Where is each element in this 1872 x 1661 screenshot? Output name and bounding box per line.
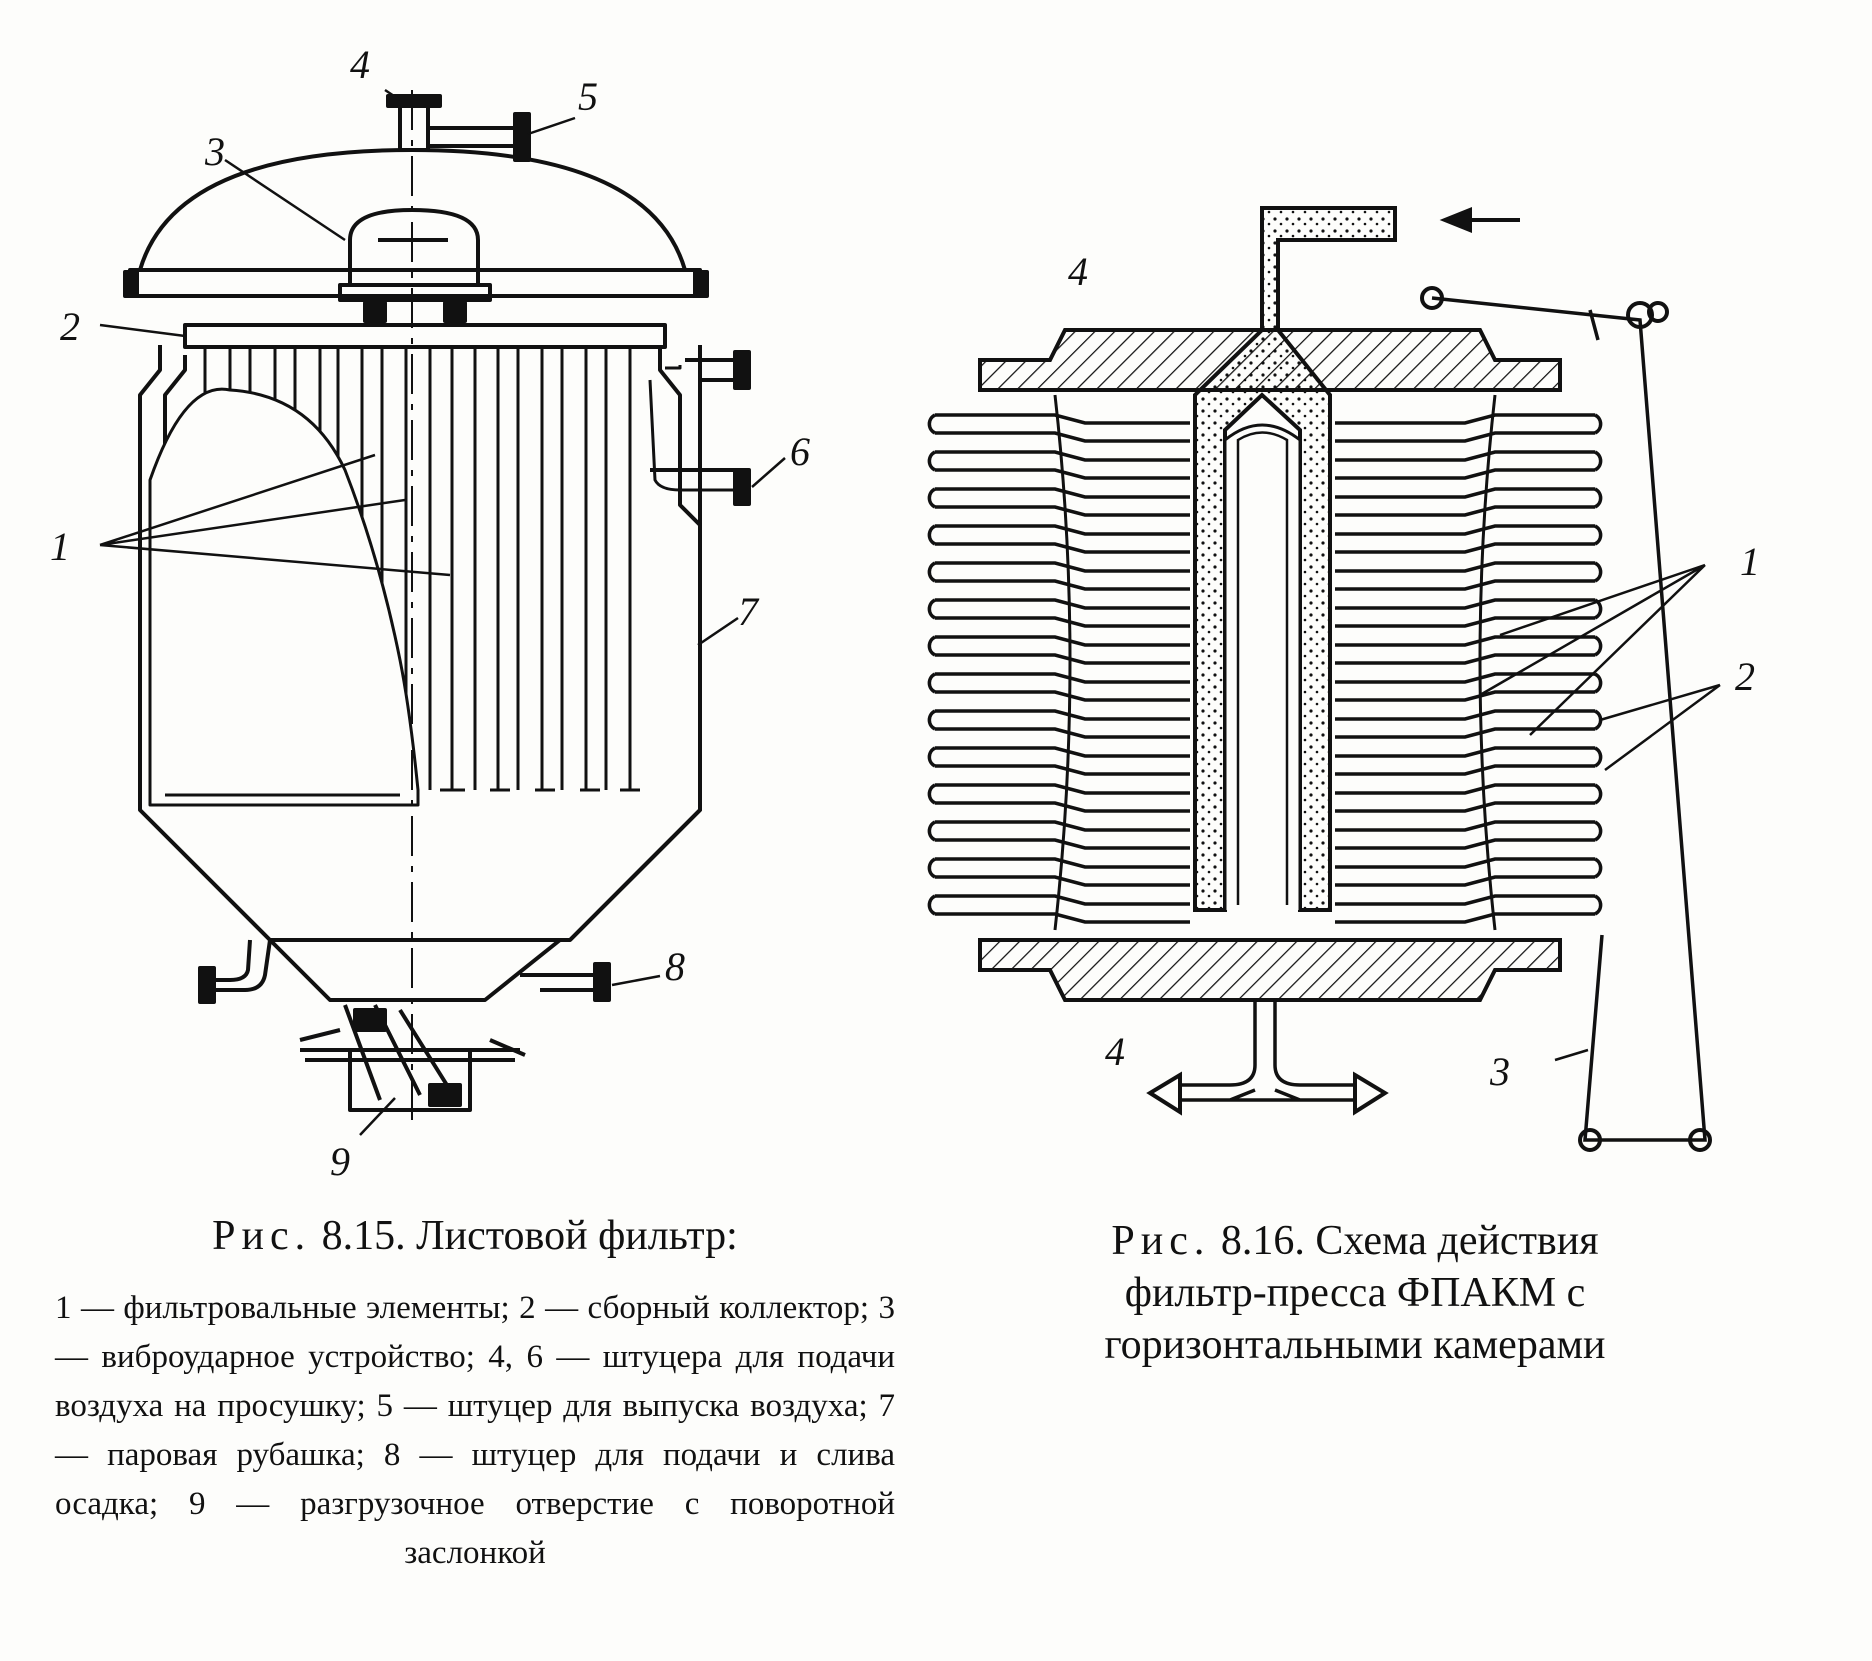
chamber-plate: [935, 413, 1595, 443]
plate-hinge-right: [1594, 894, 1603, 916]
plate-hinge-left: [927, 783, 936, 805]
plate-hinge-right: [1594, 450, 1603, 472]
caption-8-16-line1: Рис. 8.16. Схема действия: [1035, 1215, 1675, 1267]
chamber-plate: [935, 450, 1595, 480]
fp-label-4-top: 4: [1068, 249, 1088, 294]
chamber-plate: [935, 894, 1595, 924]
plate-hinge-left: [927, 487, 936, 509]
caption-8-15-legend: 1 — фильтровальные элементы; 2 — сборный…: [55, 1290, 895, 1571]
plate-hinge-right: [1594, 561, 1603, 583]
plate-hinge-left: [927, 450, 936, 472]
fp-label-3: 3: [1489, 1049, 1510, 1094]
caption-8-16-number: 8.16.: [1220, 1218, 1305, 1264]
plate-hinge-left: [927, 894, 936, 916]
fp-label-2: 2: [1735, 654, 1755, 699]
outlet-pipe: [1180, 1000, 1355, 1102]
plate-hinge-left: [927, 524, 936, 546]
leaf-filter-diagram: 1 2 3 4 5 6 7 8 9: [50, 42, 810, 1184]
plate-hinge-left: [927, 746, 936, 768]
caption-8-16-line3: горизонтальными камерами: [1104, 1322, 1606, 1368]
chamber-plate: [935, 746, 1595, 776]
caption-8-16-line2: фильтр-пресса ФПАКМ с: [1124, 1270, 1586, 1316]
plate-hinge-right: [1594, 524, 1603, 546]
plate-hinge-left: [927, 672, 936, 694]
caption-fig-8-16: Рис. 8.16. Схема действия фильтр-пресса …: [1035, 1215, 1675, 1371]
cutaway-section: [148, 387, 420, 807]
label-9: 9: [330, 1139, 350, 1184]
plate-hinge-right: [1594, 857, 1603, 879]
plate-hinge-left: [927, 413, 936, 435]
plate-hinge-left: [927, 635, 936, 657]
label-6: 6: [790, 429, 810, 474]
filter-belt-3: [1431, 296, 1707, 1142]
chamber-plate: [935, 820, 1595, 850]
fp-label-4-bottom: 4: [1105, 1029, 1125, 1074]
bottom-plate-4: [978, 938, 1562, 1002]
vibro-device-3: [348, 208, 480, 287]
collector-2: [183, 323, 667, 349]
caption-8-16-prefix: Рис.: [1111, 1218, 1211, 1264]
label-4: 4: [350, 42, 370, 87]
caption-8-15-name: Листовой фильтр:: [416, 1213, 738, 1259]
plate-hinge-right: [1594, 487, 1603, 509]
leader-lines: [99, 88, 786, 1136]
label-2: 2: [60, 304, 80, 349]
caption-8-15-prefix: Рис.: [212, 1213, 312, 1259]
filter-cone: [268, 938, 562, 1002]
plate-hinge-left: [927, 709, 936, 731]
nozzle-8: [520, 973, 595, 992]
plate-hinge-left: [927, 857, 936, 879]
plate-hinge-right: [1594, 672, 1603, 694]
plate-hinge-left: [927, 820, 936, 842]
chamber-plate: [935, 561, 1595, 591]
caption-8-15-title: Рис. 8.15. Листовой фильтр:: [45, 1210, 905, 1262]
fp-leader-lines: [1479, 563, 1721, 1062]
filter-press-diagram: 4 4 1 2 3: [927, 206, 1760, 1152]
chamber-plate: [935, 857, 1595, 887]
label-5: 5: [578, 74, 598, 119]
label-7: 7: [738, 589, 760, 634]
nozzle-6: [648, 365, 735, 492]
fp-label-1: 1: [1740, 539, 1760, 584]
chamber-plate: [935, 524, 1595, 554]
label-3: 3: [204, 129, 225, 174]
chamber-plate: [935, 783, 1595, 813]
plate-hinge-right: [1594, 635, 1603, 657]
discharge-valve-9: [299, 1004, 526, 1112]
plate-hinge-left: [927, 561, 936, 583]
nozzle-5: [428, 126, 515, 148]
plate-hinge-right: [1594, 413, 1603, 435]
caption-8-15-number: 8.15.: [321, 1213, 406, 1259]
plate-hinge-right: [1594, 783, 1603, 805]
plate-hinge-left: [927, 598, 936, 620]
plate-hinge-right: [1594, 820, 1603, 842]
label-1: 1: [50, 524, 70, 569]
steam-jacket-7: [568, 345, 702, 942]
chamber-plate: [935, 487, 1595, 517]
plate-hinge-right: [1594, 746, 1603, 768]
label-8: 8: [665, 944, 685, 989]
caption-8-16-title-a: Схема действия: [1315, 1218, 1599, 1264]
caption-fig-8-15: Рис. 8.15. Листовой фильтр: 1 — фильтров…: [45, 1210, 905, 1578]
plate-hinge-right: [1594, 709, 1603, 731]
